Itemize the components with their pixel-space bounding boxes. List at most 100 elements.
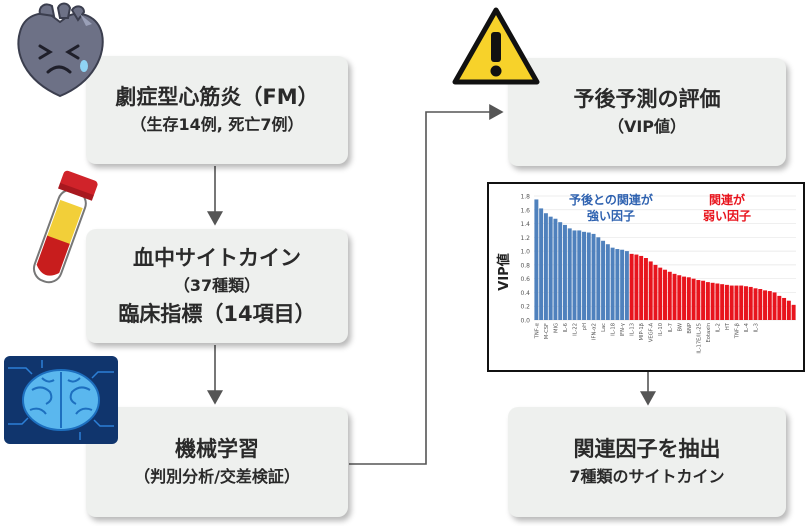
x-tick-label: TNF-α [534, 322, 540, 339]
bar-weak-34 [791, 304, 796, 320]
x-tick-label: IL-17E/IL-25 [696, 323, 702, 354]
bar-weak-29 [767, 291, 772, 320]
bar-strong-7 [567, 228, 572, 320]
bar-weak-31 [777, 295, 782, 320]
bar-strong-11 [586, 232, 591, 320]
bar-weak-20 [724, 284, 729, 320]
bar-weak-15 [701, 280, 706, 320]
bar-strong-1 [539, 208, 544, 320]
y-axis-label: VIP値 [496, 253, 512, 290]
prog-title: 予後予測の評価 [573, 87, 721, 111]
result-subtitle: 7種類のサイトカイン [569, 467, 725, 486]
ml-subtitle: （判別分析/交差検証） [134, 467, 300, 486]
x-tick-label: pH [582, 323, 588, 330]
fm-box: 劇症型心筋炎（FM） （生存14例, 死亡7例） [86, 56, 348, 164]
x-tick-label: IL-13 [630, 323, 636, 336]
bar-strong-3 [548, 216, 553, 320]
bar-strong-10 [582, 231, 586, 320]
bar-strong-14 [601, 240, 606, 320]
x-tick-label: BNP [687, 323, 693, 334]
y-tick-label: 0.2 [520, 304, 530, 311]
bar-strong-4 [553, 218, 558, 320]
bar-weak-8 [667, 271, 672, 320]
strong-factors-label: 予後との関連が 強い因子 [555, 192, 667, 224]
x-tick-label: IL-3 [754, 323, 760, 333]
bar-strong-9 [577, 230, 582, 320]
result-box: 関連因子を抽出 7種類のサイトカイン [508, 407, 786, 517]
bar-strong-8 [572, 230, 577, 320]
x-tick-label: IL-4 [744, 322, 750, 332]
bar-weak-1 [634, 254, 639, 320]
blood-box: 血中サイトカイン （37種類） 臨床指標（14項目） [86, 229, 348, 343]
bar-weak-30 [772, 292, 777, 320]
bar-weak-32 [782, 297, 787, 320]
strong-label-line2: 強い因子 [586, 209, 635, 223]
bar-weak-12 [686, 277, 691, 320]
bar-weak-2 [639, 255, 644, 320]
x-tick-label: TNF-β [735, 323, 741, 339]
bar-weak-19 [720, 284, 725, 320]
x-tick-label: BW [677, 323, 683, 332]
x-tick-label: IL-2 [715, 323, 721, 333]
ai-brain-chip-icon [4, 356, 118, 444]
blood-count: （37種類） [173, 276, 261, 295]
bar-strong-16 [610, 247, 615, 320]
bar-weak-18 [715, 283, 720, 320]
x-tick-label: IL-22 [573, 323, 579, 336]
y-tick-label: 0.8 [520, 262, 530, 269]
y-tick-label: 1.0 [520, 249, 530, 256]
x-tick-label: IL-7 [668, 323, 674, 333]
bar-weak-14 [696, 280, 701, 320]
bar-strong-0 [534, 199, 539, 320]
x-tick-label: Eotaxin [706, 323, 712, 342]
x-tick-label: IL-6 [563, 323, 569, 333]
fm-title: 劇症型心筋炎（FM） [115, 85, 319, 109]
bar-weak-0 [629, 253, 634, 320]
y-tick-label: 1.4 [520, 221, 530, 228]
warning-icon [452, 7, 540, 85]
bar-strong-17 [615, 249, 620, 320]
blood-title: 血中サイトカイン [133, 246, 301, 270]
bar-weak-5 [653, 264, 658, 320]
bar-weak-10 [677, 275, 682, 320]
bar-weak-17 [710, 282, 715, 320]
ml-box: 機械学習 （判別分析/交差検証） [86, 407, 348, 517]
bar-weak-23 [739, 285, 744, 320]
bar-weak-9 [672, 273, 677, 320]
y-tick-label: 0.0 [520, 318, 530, 325]
blood-tube-icon [32, 170, 98, 284]
x-tick-label: MIG [553, 323, 559, 333]
bar-weak-22 [734, 285, 739, 320]
x-tick-label: HT [725, 322, 731, 330]
ml-title: 機械学習 [175, 437, 259, 461]
bar-weak-16 [705, 282, 710, 320]
x-tick-label: IL-10 [658, 323, 664, 336]
fm-subtitle: （生存14例, 死亡7例） [130, 115, 304, 134]
y-tick-label: 1.2 [520, 235, 530, 242]
bar-weak-25 [748, 286, 753, 320]
y-tick-label: 1.6 [520, 207, 530, 214]
arrow-ml-to-prog [349, 104, 504, 465]
bar-weak-7 [663, 269, 667, 320]
y-tick-label: 0.4 [520, 290, 530, 297]
bar-weak-11 [682, 276, 687, 320]
bar-weak-3 [643, 258, 648, 320]
y-tick-label: 1.8 [520, 194, 530, 201]
weak-factors-label: 関連が 弱い因子 [687, 192, 767, 224]
bar-strong-15 [605, 244, 610, 320]
weak-label-line2: 弱い因子 [702, 209, 751, 223]
bar-strong-19 [624, 251, 629, 320]
x-tick-label: IL-18 [611, 323, 617, 336]
bar-weak-24 [744, 286, 748, 320]
x-tick-label: M-CSF [544, 323, 550, 339]
bar-strong-18 [620, 249, 625, 320]
bar-weak-28 [763, 290, 768, 320]
x-tick-label: IFN-α2 [592, 323, 598, 340]
bar-strong-6 [562, 224, 567, 320]
x-tick-label: VEGF-A [649, 323, 655, 343]
strong-label-line1: 予後との関連が [569, 193, 653, 207]
weak-label-line1: 関連が [708, 193, 745, 207]
bar-weak-33 [786, 300, 791, 320]
